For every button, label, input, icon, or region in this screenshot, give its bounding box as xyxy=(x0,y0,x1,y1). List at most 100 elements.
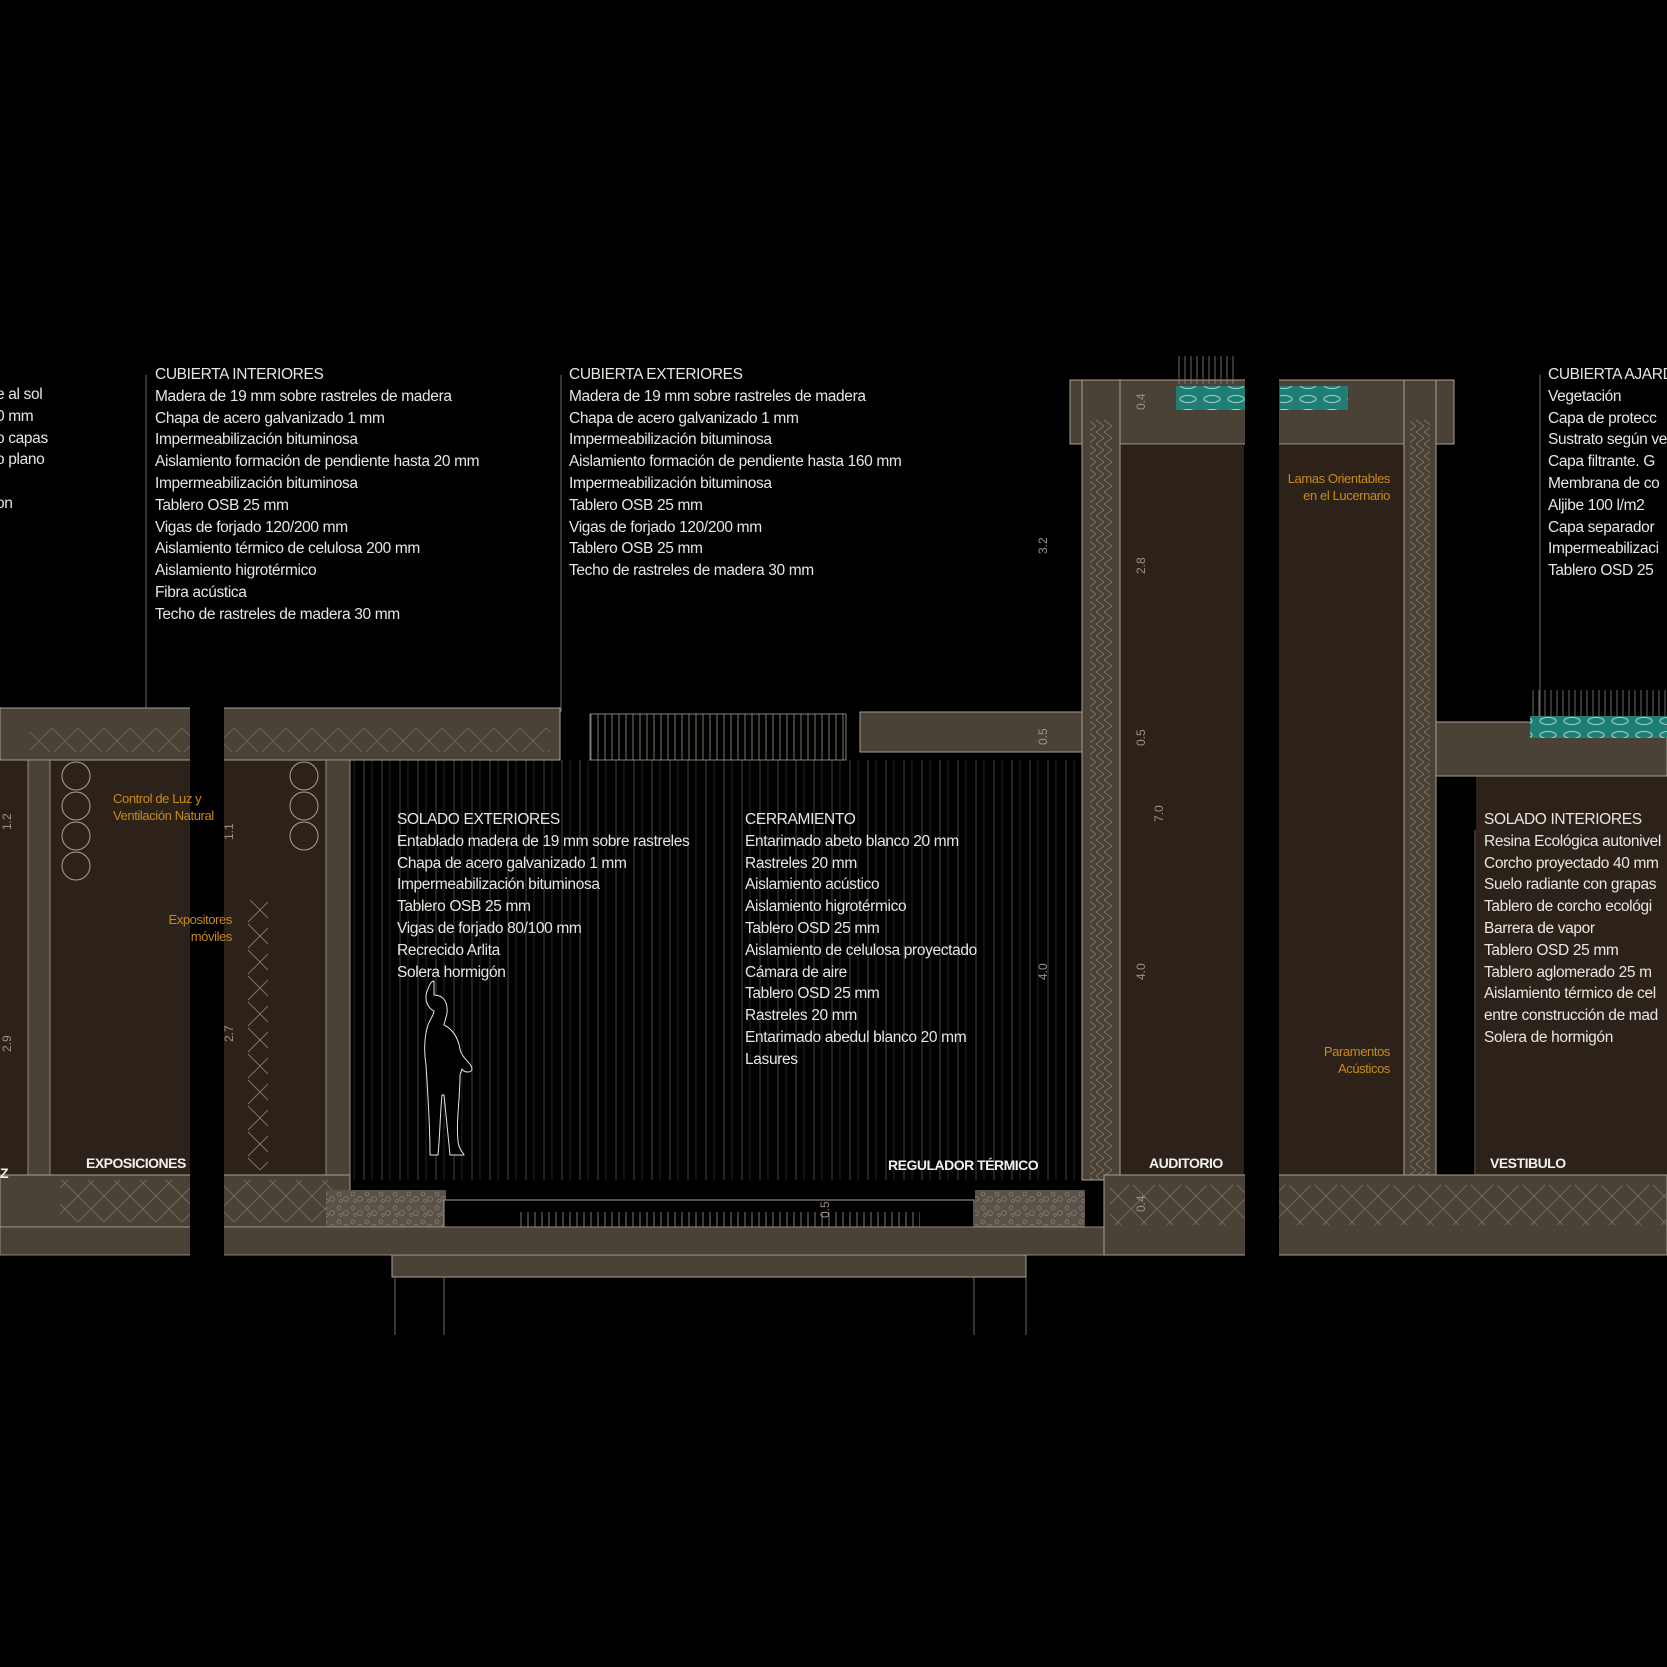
list-item: Impermeabilizaci xyxy=(1548,540,1659,558)
dimension-label: 1.1 xyxy=(222,823,236,840)
note-expositores: Expositores móviles xyxy=(160,911,232,945)
wall-left xyxy=(27,759,51,1176)
floor-foundation xyxy=(391,1254,1027,1278)
interior-vestibule xyxy=(1476,776,1667,1175)
list-item: Aislamiento higrotérmico xyxy=(745,898,907,916)
dimension-label: 0.4 xyxy=(1134,393,1148,410)
list-item: Lasures xyxy=(745,1050,798,1068)
grass-right xyxy=(1530,690,1667,716)
left-fragment-text: e al sol 0 mm o capas o plano on xyxy=(0,384,48,515)
list-item: Techo de rastreles de madera 30 mm xyxy=(569,562,814,580)
note-line: en el Lucernario xyxy=(1303,488,1390,503)
list-item: Membrana de co xyxy=(1548,474,1660,492)
list-item: Tablero OSD 25 mm xyxy=(745,985,880,1003)
dimension-label: 0.5 xyxy=(1134,729,1148,746)
list-item: Capa separador xyxy=(1548,518,1655,536)
list-item: Entarimado abedul blanco 20 mm xyxy=(745,1028,967,1046)
list-item: Tablero OSB 25 mm xyxy=(397,898,531,916)
grass-top-1 xyxy=(1176,356,1234,384)
dimension-label: 7.0 xyxy=(1152,805,1166,822)
note-line: Lamas Orientables xyxy=(1287,471,1391,486)
note-line: Paramentos xyxy=(1323,1044,1390,1059)
block-title: CUBIERTA INTERIORES xyxy=(155,366,324,383)
green-roof-top-2 xyxy=(1280,386,1348,410)
room-label-exposiciones: EXPOSICIONES xyxy=(86,1155,186,1171)
note-paramentos: Paramentos Acústicos xyxy=(1290,1043,1390,1077)
list-item: Aislamiento formación de pendiente hasta… xyxy=(569,453,902,471)
list-item: Tablero de corcho ecológi xyxy=(1484,898,1652,916)
list-item: Sustrato según ve xyxy=(1548,431,1667,449)
dimension-label: 2.7 xyxy=(222,1025,236,1042)
list-item: Tablero OSB 25 mm xyxy=(155,496,289,514)
note-line: Control de Luz y xyxy=(113,791,202,806)
cubierta-interiores-block: CUBIERTA INTERIORES Madera de 19 mm sobr… xyxy=(155,364,480,626)
list-item: Impermeabilización bituminosa xyxy=(155,431,358,449)
interior-regulador-curtain xyxy=(350,760,1084,1180)
block-title: CUBIERTA AJARD xyxy=(1548,366,1667,383)
solado-exteriores-block: SOLADO EXTERIORES Entablado madera de 19… xyxy=(397,809,690,983)
cerramiento-block: CERRAMIENTO Entarimado abeto blanco 20 m… xyxy=(745,809,977,1071)
list-item: Tablero OSB 25 mm xyxy=(569,496,703,514)
green-roof-top-1 xyxy=(1176,386,1246,410)
list-item: Impermeabilización bituminosa xyxy=(569,431,772,449)
dimension-label: 4.0 xyxy=(1134,963,1148,980)
list-item: Rastreles 20 mm xyxy=(745,854,857,872)
list-item: Chapa de acero galvanizado 1 mm xyxy=(397,854,627,872)
list-item: Impermeabilización bituminosa xyxy=(397,876,600,894)
list-item: Tablero OSD 25 mm xyxy=(745,919,880,937)
interior-lucernario xyxy=(1278,445,1404,1175)
list-item: Vigas de forjado 120/200 mm xyxy=(569,518,762,536)
list-item: Capa de protecc xyxy=(1548,409,1657,427)
list-item: o capas xyxy=(0,429,48,447)
dimension-label: 3.2 xyxy=(1036,537,1050,554)
list-item: Cámara de aire xyxy=(745,963,847,981)
list-item: Madera de 19 mm sobre rastreles de mader… xyxy=(155,387,452,405)
interior-auditorium xyxy=(1120,445,1244,1175)
dimension-label: 2.9 xyxy=(0,1035,14,1052)
green-roof-right xyxy=(1530,716,1667,738)
section-cut-1 xyxy=(190,700,224,1300)
note-line: Ventilación Natural xyxy=(113,808,214,823)
list-item: Entablado madera de 19 mm sobre rastrele… xyxy=(397,832,690,850)
person-silhouette xyxy=(424,980,473,1156)
roof-left-hatch xyxy=(30,728,550,752)
list-item: Tablero OSD 25 xyxy=(1548,562,1654,580)
floor-base-left xyxy=(0,1226,1246,1256)
list-item: Solera hormigón xyxy=(397,963,506,981)
note-line: Acústicos xyxy=(1337,1061,1390,1076)
dimension-label: 0.5 xyxy=(1036,728,1050,745)
room-label-auditorio: AUDITORIO xyxy=(1149,1155,1223,1171)
list-item: Aljibe 100 l/m2 xyxy=(1548,496,1645,514)
list-item: Aislamiento formación de pendiente hasta… xyxy=(155,453,480,471)
list-item: Aislamiento térmico de celulosa 200 mm xyxy=(155,540,420,558)
list-item: Fibra acústica xyxy=(155,583,247,601)
wall-auditorium-left-hatch xyxy=(1090,420,1112,1180)
list-item: Capa filtrante. G xyxy=(1548,453,1655,471)
list-item: Recrecido Arlita xyxy=(397,941,500,959)
list-item: Madera de 19 mm sobre rastreles de mader… xyxy=(569,387,866,405)
list-item: Vegetación xyxy=(1548,387,1622,405)
room-label-vestibulo: VESTIBULO xyxy=(1490,1155,1566,1171)
list-item: Entarimado abeto blanco 20 mm xyxy=(745,832,959,850)
dimension-label: 0.4 xyxy=(1134,1195,1148,1212)
list-item: Chapa de acero galvanizado 1 mm xyxy=(569,409,799,427)
section-cut-2 xyxy=(1245,340,1279,1300)
roof-middle xyxy=(859,711,1085,753)
dimension-label: 0.5 xyxy=(818,1201,832,1218)
roof-skylight-louvers xyxy=(589,713,847,761)
list-item: e al sol xyxy=(0,386,43,403)
list-item: Barrera de vapor xyxy=(1484,919,1595,937)
list-item: Vigas de forjado 80/100 mm xyxy=(397,919,582,937)
wall-lucernario-right-hatch xyxy=(1410,420,1430,1180)
list-item: Resina Ecológica autonivel xyxy=(1484,832,1662,850)
block-title: CUBIERTA EXTERIORES xyxy=(569,366,743,383)
note-lamas: Lamas Orientables en el Lucernario xyxy=(1268,470,1391,504)
block-title: SOLADO INTERIORES xyxy=(1484,811,1642,828)
list-item: Tablero aglomerado 25 m xyxy=(1484,963,1652,981)
list-item: Vigas de forjado 120/200 mm xyxy=(155,518,348,536)
list-item: Aislamiento acústico xyxy=(745,876,880,894)
room-label-regulador: REGULADOR TÉRMICO xyxy=(888,1157,1039,1173)
list-item: Chapa de acero galvanizado 1 mm xyxy=(155,409,385,427)
